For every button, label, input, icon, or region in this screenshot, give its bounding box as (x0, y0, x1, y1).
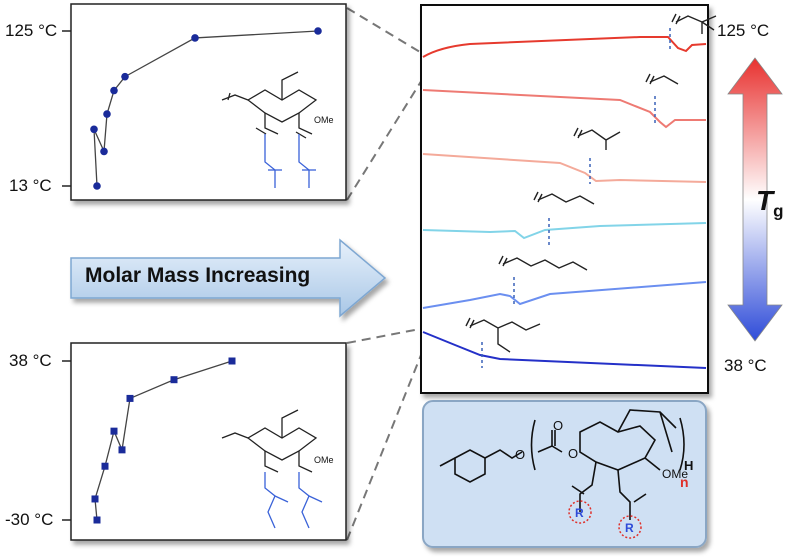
bottom-plot-structure (221, 409, 323, 529)
bottom-plot-point-7 (170, 376, 178, 384)
top-plot-point-2 (90, 125, 98, 134)
bottom-plot-point-1 (93, 516, 101, 524)
r-group-2: R (625, 521, 634, 535)
top-plot-point-5 (110, 86, 118, 95)
top-plot-point-7 (191, 34, 199, 42)
r-group-circles (568, 500, 642, 539)
ring-link-o-label: O (568, 446, 578, 461)
top-plot-point-1 (93, 182, 101, 190)
tg-symbol: Tg (756, 185, 784, 221)
molar-mass-arrow-label: Molar Mass Increasing (85, 264, 311, 287)
r-group-1: R (575, 506, 584, 520)
bottom-plot-point-6 (126, 394, 134, 402)
dsc-trace-neopentyl (422, 36, 707, 58)
dsc-trace-box (420, 4, 709, 394)
bottom-plot-panel (62, 342, 347, 541)
top-plot-ymin-label: 13 °C (9, 176, 52, 195)
tg-scale-top-label: 125 °C (717, 21, 770, 40)
molar-mass-arrow (70, 238, 387, 318)
top-plot-point-4 (103, 110, 111, 118)
polymer-structure (439, 409, 685, 520)
polymer-structure-panel (422, 400, 707, 548)
zoom-connectors (346, 7, 426, 541)
bottom-plot-point-5 (118, 446, 126, 454)
bottom-plot-ymax-label: 38 °C (9, 351, 52, 370)
side-chain-sketches (465, 13, 717, 353)
top-plot-structure (221, 71, 318, 188)
bottom-plot-line (94, 360, 233, 521)
bottom-plot-point-8 (228, 357, 236, 365)
carbonyl-o-label: O (553, 418, 563, 433)
dsc-trace-ethylhexyl (422, 331, 707, 369)
bottom-plot-series (91, 357, 236, 524)
top-plot-series (90, 27, 322, 190)
ether-o-label: O (515, 447, 525, 462)
top-structure-ome-label: OMe (314, 115, 334, 125)
bottom-plot-point-3 (101, 462, 109, 470)
chain-end-h: H (684, 458, 693, 473)
top-plot-ymax-label: 125 °C (5, 21, 58, 40)
polymer-ome-label: OMe (662, 467, 688, 481)
tg-gradient-arrow (727, 57, 783, 342)
top-plot-panel (62, 3, 347, 201)
dsc-trace-propyl (422, 89, 706, 129)
bottom-plot-ymin-label: -30 °C (5, 510, 54, 529)
top-plot-point-6 (121, 72, 129, 81)
bottom-plot-point-4 (110, 427, 118, 435)
top-plot-point-3 (100, 147, 108, 156)
dsc-trace-hexyl (422, 281, 707, 309)
bottom-structure-ome-label: OMe (314, 455, 334, 465)
repeat-n: n (680, 474, 689, 490)
tg-marker-lines (481, 28, 671, 368)
dsc-trace-butyl (422, 222, 707, 240)
tg-scale-bottom-label: 38 °C (724, 356, 767, 375)
bottom-plot-point-2 (91, 495, 99, 503)
top-plot-point-8 (314, 27, 322, 35)
top-plot-line (93, 30, 319, 187)
